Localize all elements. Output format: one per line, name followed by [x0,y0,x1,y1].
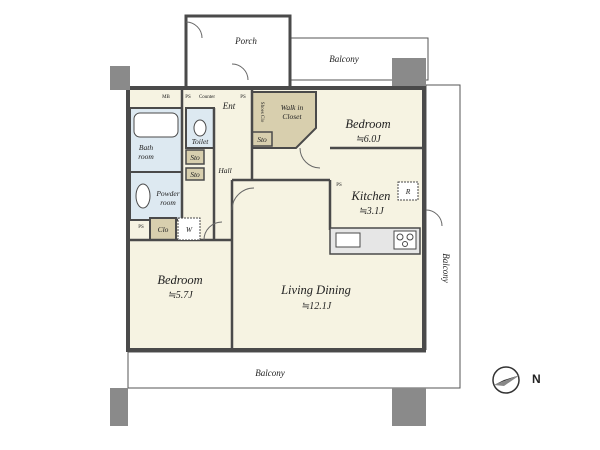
sto1-label: Sto [257,135,267,144]
basin-icon [135,183,151,209]
living-area: ≒12.1J [301,301,332,312]
bedroom1-area: ≒6.0J [355,134,381,145]
toilet-area [185,107,215,149]
door-swings [185,21,443,241]
counter-label: Counter [199,95,215,100]
walk-in-label-line1: Walk in [281,103,304,112]
kitchen-name: Kitchen [351,189,391,203]
hall-label: Hall [217,166,231,175]
bathtub-icon [133,112,179,138]
washer-label: W [186,225,193,234]
refrigerator-box [397,181,419,201]
ps2-label: PS [185,95,191,100]
entrance-label: Ent [222,101,236,111]
bedroom2-area: ≒5.7J [167,290,193,301]
walk-in-label-line2: Closet [282,112,302,121]
sto2-label: Sto [190,153,200,162]
compass-north-label: N [532,372,541,386]
living-name: Living Dining [280,283,351,297]
apartment-body [126,21,443,352]
balcony-bottom-label: Balcony [255,368,285,378]
washer-box [177,217,201,241]
bedroom2-name: Bedroom [157,273,202,287]
powder-label-line1: Powder [155,189,179,198]
mb-label: MB [162,95,170,100]
ps3-label: PS [240,95,246,100]
porch-area [184,14,292,90]
refrigerator-label: R [405,187,411,196]
bathroom-label-line2: room [138,152,154,161]
columns [110,58,426,426]
sto3-label: Sto [190,170,200,179]
porch-label: Porch [234,36,257,46]
compass-icon [492,366,520,394]
kitchen-area: ≒3.1J [358,206,384,217]
bedroom1-name: Bedroom [345,117,390,131]
toilet-label: Toilet [192,137,210,146]
bathroom-label-line1: Bath [139,143,153,152]
sto-box-2 [185,149,205,165]
sto-box-3 [185,167,205,181]
balcony-right-label: Balcony [441,253,451,283]
powder-label-line2: room [160,198,176,207]
ps-kitchen-label: PS [336,183,342,188]
stove-icon [393,230,417,250]
shoes-closet-label: Shoes Clo [259,102,264,123]
closet-label: Clo [158,225,169,234]
toilet-icon [193,119,207,137]
ps1-label: PS [138,225,144,230]
sink-icon [335,232,361,248]
balcony-top-label: Balcony [329,54,359,64]
